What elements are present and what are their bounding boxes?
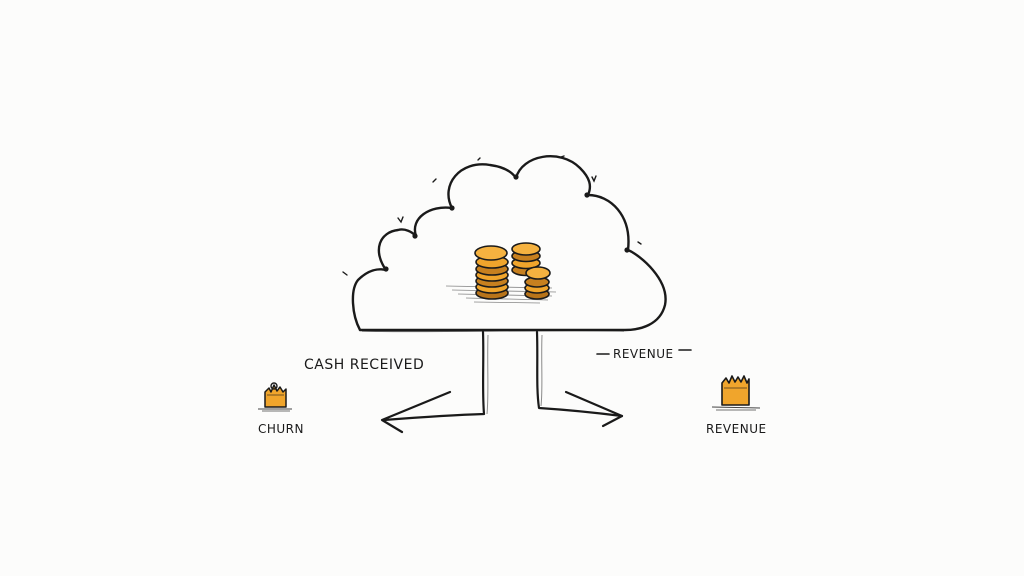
cash-received-label: CASH RECEIVED <box>304 357 424 373</box>
cash-received-arrow <box>382 330 486 422</box>
cloud-node-dots <box>383 174 630 272</box>
coin-stack-icon <box>445 242 557 304</box>
small-burning-box-icon <box>258 382 292 412</box>
large-burning-box-icon <box>711 375 761 411</box>
revenue-label: REVENUE <box>706 422 767 436</box>
sketch-tick-marks <box>342 155 642 276</box>
revenue-arrow <box>535 330 624 418</box>
revenue-arrow-label: REVENUE <box>613 347 674 361</box>
cloud-outline <box>351 155 667 332</box>
churn-label: CHURN <box>258 422 304 436</box>
